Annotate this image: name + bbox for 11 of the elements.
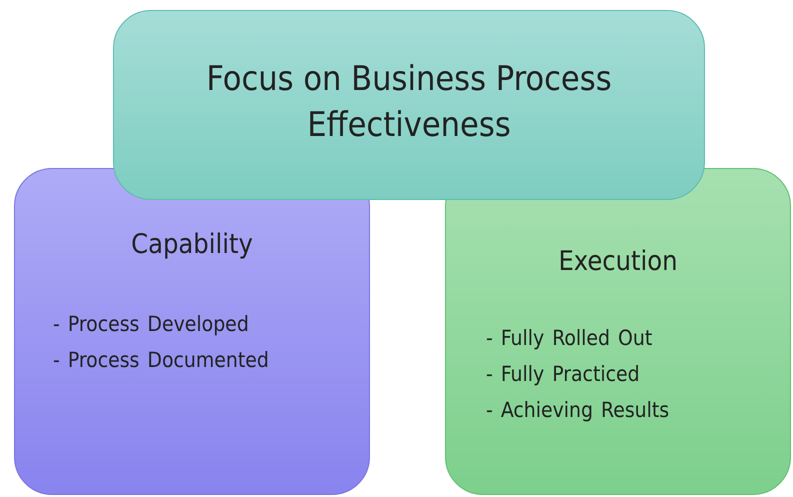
list-item: - Process Developed bbox=[53, 311, 250, 338]
list-item: - Fully Practiced bbox=[486, 361, 641, 388]
box-heading: Capability bbox=[130, 228, 254, 262]
category-box bbox=[14, 168, 370, 495]
diagram-heading: Focus on Business Process Effectiveness bbox=[205, 58, 613, 147]
title-box bbox=[113, 10, 705, 200]
list-item: - Process Documented bbox=[53, 347, 270, 374]
list-item: - Achieving Results bbox=[486, 397, 670, 424]
list-item: - Fully Rolled Out bbox=[486, 325, 654, 352]
category-box bbox=[445, 168, 791, 495]
box-heading: Execution bbox=[557, 245, 679, 279]
